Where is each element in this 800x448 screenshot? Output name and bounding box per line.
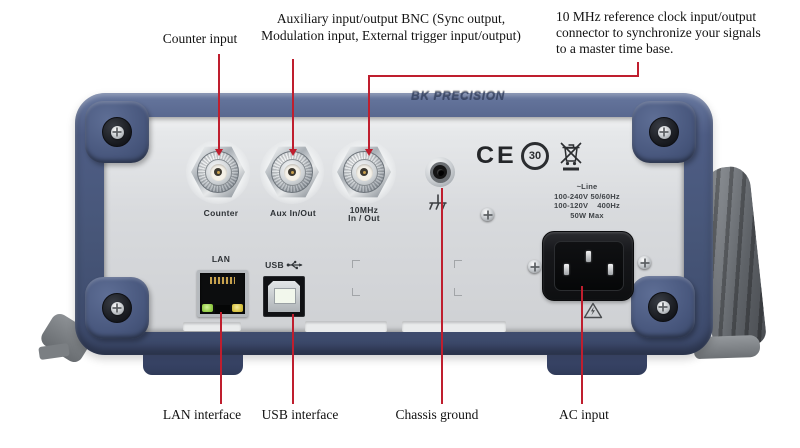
callout-arrow-counter [215, 149, 223, 156]
bumper-corner-bottom-right [631, 276, 695, 338]
ce-mark: CE [476, 141, 517, 169]
annotation-ac-input: AC input [559, 407, 609, 422]
callout-line-refclock [368, 75, 370, 150]
annotation-aux-bnc: Auxiliary input/output BNC (Sync output,… [246, 11, 536, 44]
ac-pin-earth [586, 251, 591, 262]
lan-port [197, 270, 248, 317]
callout-arrow-aux [289, 149, 297, 156]
lan-port-label: LAN [211, 254, 231, 264]
annotation-lan-interface: LAN interface [162, 407, 242, 422]
lan-led-yellow-icon [232, 304, 243, 312]
bumper-corner-top-left [85, 101, 149, 163]
usb-port-label-row: USB [259, 260, 309, 270]
brand-logo: BK PRECISION [411, 89, 505, 103]
chassis-ground-symbol-icon [429, 194, 447, 210]
lan-contacts [210, 277, 235, 284]
power-ratings: ~Line 100-240V 50/60Hz 100-120V 400Hz 50… [540, 182, 634, 220]
label-bracket-mark [352, 288, 360, 296]
bumper-corner-bottom-left [85, 277, 149, 339]
epup-30-number: 30 [528, 150, 542, 162]
annotation-refclock: 10 MHz reference clock input/output conn… [556, 9, 796, 57]
callout-line-lan [220, 312, 222, 404]
panel-screw-icon [481, 208, 494, 221]
annotation-counter-input: Counter input [162, 31, 238, 46]
power-line-type: ~Line [576, 182, 598, 191]
corner-screw-icon [648, 292, 678, 322]
callout-line-aux [292, 59, 294, 150]
bnc-counter-label: Counter [203, 208, 239, 218]
label-bracket-mark [454, 288, 462, 296]
annotation-aux-line1: Auxiliary input/output BNC (Sync output, [276, 11, 506, 26]
callout-arrow-refclock [365, 149, 373, 156]
annotation-usb-interface: USB interface [261, 407, 339, 422]
label-bracket-mark [352, 260, 360, 268]
warning-triangle-icon [583, 302, 603, 319]
usb-b-tongue [274, 288, 296, 304]
usb-b-port [263, 276, 305, 317]
power-line-range1: 100-240V 50/60Hz [554, 191, 620, 201]
bumper-corner-top-right [632, 101, 696, 163]
annotation-refclock-line3: to a master time base. [556, 41, 674, 56]
annotation-chassis-ground: Chassis ground [395, 407, 479, 422]
panel-notch [402, 321, 506, 332]
callout-line-ac [581, 286, 583, 404]
callout-line-refclock-horizontal [368, 75, 639, 77]
callout-line-refclock-drop [637, 62, 639, 77]
epup-30-icon: 30 [521, 142, 549, 170]
panel-notch [183, 322, 241, 331]
usb-trident-icon [286, 260, 303, 270]
callout-line-usb [292, 314, 294, 404]
callout-line-chassis [441, 188, 443, 404]
lan-clip-notch [215, 305, 230, 314]
power-line-range2: 100-120V 400Hz [554, 201, 620, 210]
corner-screw-icon [102, 293, 132, 323]
annotation-refclock-line1: 10 MHz reference clock input/output [556, 9, 757, 24]
panel-notch [305, 321, 387, 332]
power-line-watts: 50W Max [570, 210, 604, 220]
annotation-refclock-line2: connector to synchronize your signals [556, 25, 761, 40]
ac-pin-neutral [564, 264, 569, 275]
usb-port-label: USB [265, 260, 284, 270]
bnc-10mhz-label-line2: In / Out [348, 213, 380, 223]
panel-screw-icon [528, 260, 541, 273]
weee-bin-icon [560, 142, 582, 171]
bnc-10mhz-label-line1: 10MHz [349, 205, 379, 215]
label-bracket-mark [454, 260, 462, 268]
lan-led-green-icon [202, 304, 213, 312]
bnc-10mhz-label: 10MHz In / Out [336, 205, 392, 223]
corner-screw-icon [649, 117, 679, 147]
panel-screw-icon [638, 256, 651, 269]
corner-screw-icon [102, 117, 132, 147]
annotation-aux-line2: Modulation input, External trigger input… [261, 27, 521, 43]
bnc-aux-label: Aux In/Out [270, 208, 316, 218]
callout-line-counter [218, 54, 220, 150]
ac-pin-live [608, 264, 613, 275]
ac-inlet-socket [542, 231, 634, 301]
